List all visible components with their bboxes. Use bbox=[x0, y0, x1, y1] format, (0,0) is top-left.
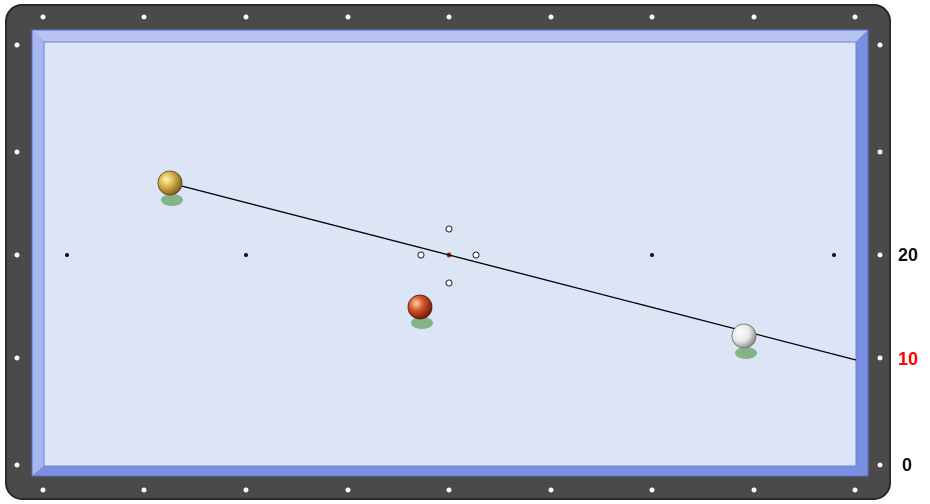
diamond-icon bbox=[878, 43, 883, 48]
diamond-icon bbox=[244, 488, 249, 493]
diamond-icon bbox=[41, 15, 46, 20]
diamond-icon bbox=[878, 463, 883, 468]
diamond-icon bbox=[878, 253, 883, 258]
cushion-right bbox=[856, 30, 868, 476]
diamond-icon bbox=[853, 488, 858, 493]
ball-shadow bbox=[161, 194, 183, 206]
diamond-icon bbox=[15, 463, 20, 468]
scale-label-10: 10 bbox=[898, 350, 918, 368]
red-ball[interactable] bbox=[408, 295, 433, 329]
yellow-ball[interactable] bbox=[158, 171, 183, 206]
diamond-icon bbox=[650, 15, 655, 20]
marker-dot bbox=[65, 253, 69, 257]
diamond-icon bbox=[650, 488, 655, 493]
marker-dot bbox=[244, 253, 248, 257]
scale-label-0: 0 bbox=[902, 456, 912, 474]
diamond-icon bbox=[15, 356, 20, 361]
diamond-icon bbox=[41, 488, 46, 493]
diamond-icon bbox=[244, 15, 249, 20]
marker-dot bbox=[832, 253, 836, 257]
marker-dot bbox=[650, 253, 654, 257]
diamond-icon bbox=[15, 150, 20, 155]
diamond-icon bbox=[15, 43, 20, 48]
diamond-icon bbox=[853, 15, 858, 20]
target-ring-bottom bbox=[446, 280, 452, 286]
target-ring-left bbox=[418, 252, 424, 258]
ball-shadow bbox=[735, 347, 757, 359]
target-ring-right bbox=[473, 252, 479, 258]
scale-label-20: 20 bbox=[898, 246, 918, 264]
diamond-icon bbox=[752, 15, 757, 20]
diamond-icon bbox=[878, 150, 883, 155]
diamond-icon bbox=[346, 488, 351, 493]
diamond-icon bbox=[878, 356, 883, 361]
diamond-icon bbox=[549, 15, 554, 20]
target-ring-top bbox=[446, 226, 452, 232]
white-ball[interactable] bbox=[732, 324, 757, 359]
diamond-icon bbox=[549, 488, 554, 493]
diamond-icon bbox=[346, 15, 351, 20]
cushion-top bbox=[32, 30, 868, 42]
diamond-icon bbox=[142, 488, 147, 493]
diamond-icon bbox=[142, 15, 147, 20]
diamond-icon bbox=[752, 488, 757, 493]
cushion-left bbox=[32, 30, 44, 476]
diamond-icon bbox=[15, 253, 20, 258]
diamond-icon bbox=[447, 488, 452, 493]
diamond-icon bbox=[447, 15, 452, 20]
cushion-bottom bbox=[32, 466, 868, 476]
